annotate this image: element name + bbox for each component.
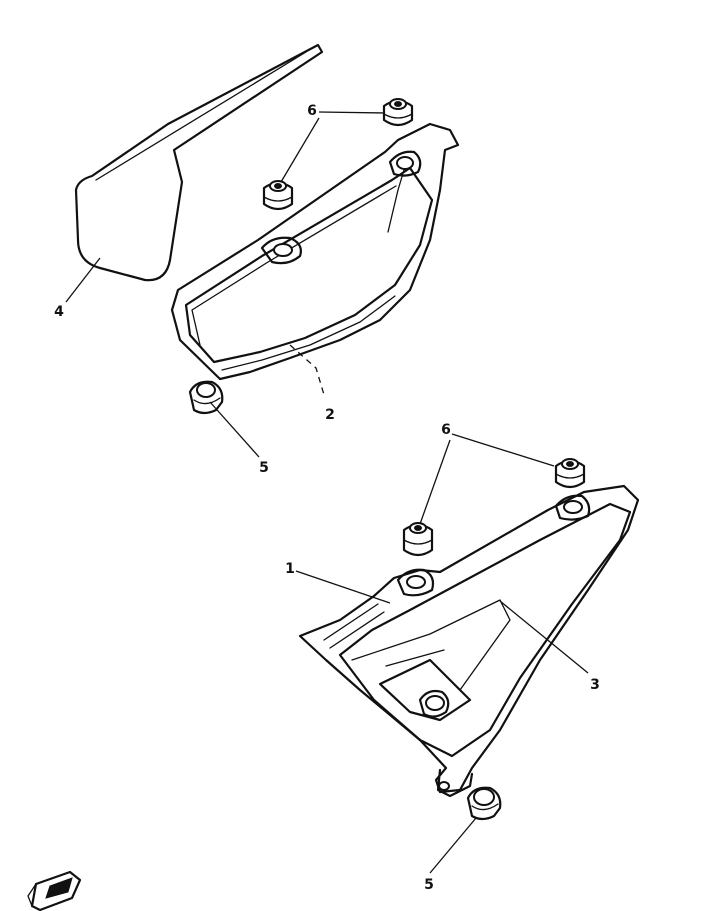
upper-side-cover-part-2: [170, 122, 460, 381]
callout-6-lower: 6: [441, 422, 451, 438]
lower-side-cover-part-1: [298, 484, 640, 798]
callout-6-upper: 6: [307, 103, 317, 119]
grommet-part-6-upper-b: [262, 180, 294, 211]
front-direction-arrow-icon: [27, 870, 82, 911]
grommet-part-6-lower-b: [402, 522, 434, 557]
callout-5-upper: 5: [259, 460, 269, 476]
leader-lines: [65, 111, 589, 874]
callout-5-lower: 5: [424, 877, 434, 893]
collar-part-5-lower: [466, 786, 502, 821]
callout-2: 2: [325, 407, 335, 423]
grommet-part-6-lower-a: [554, 458, 586, 489]
callout-1: 1: [285, 561, 295, 577]
grommet-part-6-upper-a: [382, 98, 414, 127]
callout-3: 3: [590, 677, 600, 693]
callout-4: 4: [54, 304, 64, 320]
collar-part-5-upper: [188, 380, 224, 415]
emblem-decal-part-4: [74, 43, 324, 282]
